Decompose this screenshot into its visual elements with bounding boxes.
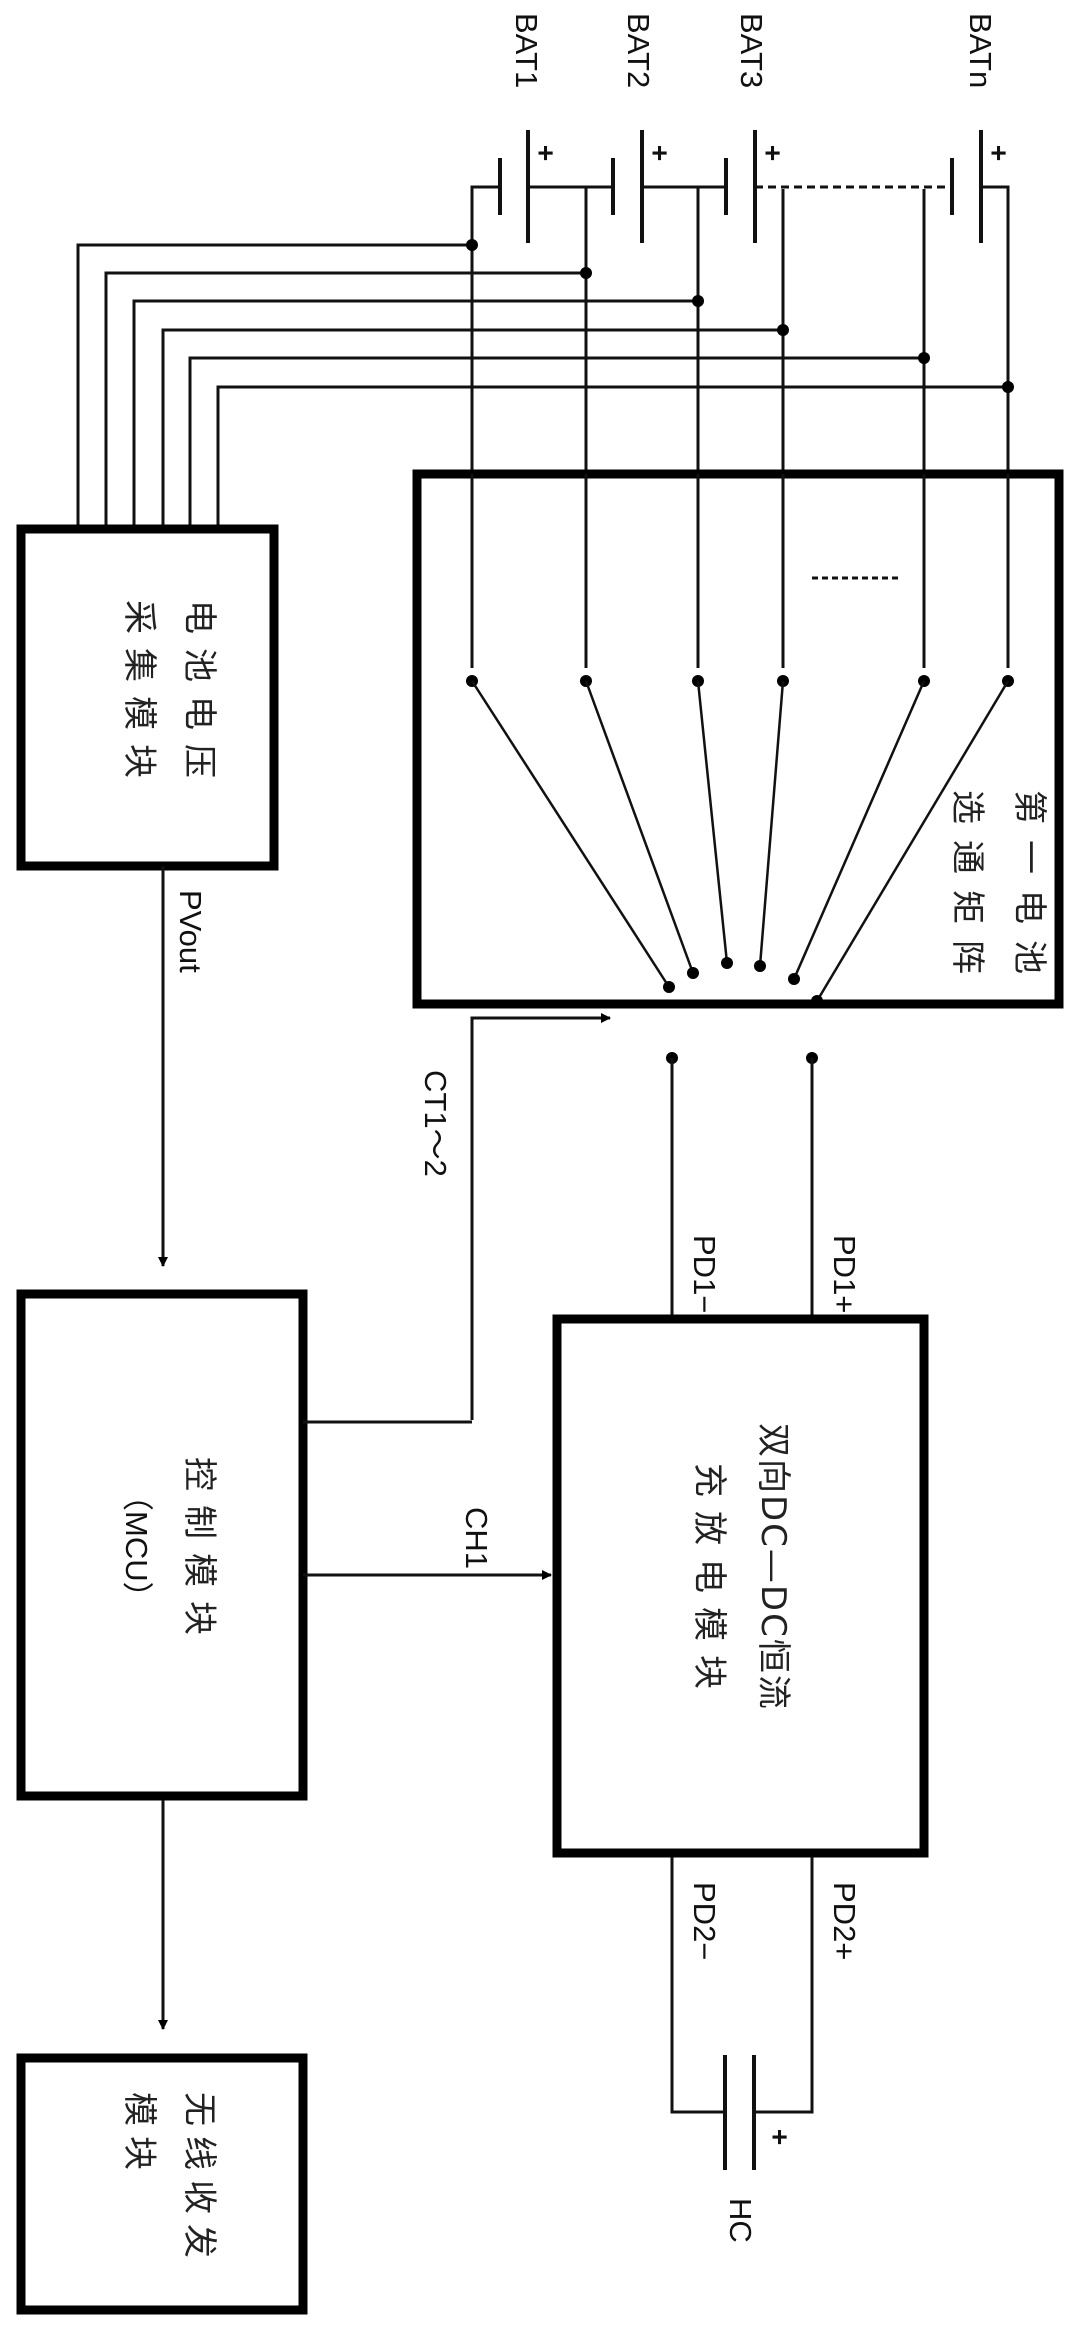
junction-dot [466,239,478,251]
voltage-acquisition-module: 电池电压 采集模块 [16,524,279,871]
switch-arm [584,680,695,974]
battery-plus-sign: + [984,145,1015,161]
wireless-label-line2: 模块 [119,2092,159,2180]
battery-batn: + BATn [950,13,1015,243]
mcu-label-line1: 控制模块 [179,1457,219,1649]
pd1-plus-label: PD1+ [827,1235,862,1313]
ct-label: CT1～2 [418,1070,453,1177]
ct-control-arrow [470,1013,611,1420]
switch-arm [815,680,1010,1002]
pd1-minus-label: PD1− [687,1235,722,1313]
dcdc-label-line1: 双向DC—DC恒流 [753,1423,793,1711]
junction-dot [918,352,930,364]
capacitor-plus-sign: + [765,2129,796,2145]
switch-contact [721,957,733,969]
junction-dot [580,267,592,279]
wireless-label-line1: 无线收发 [179,2092,219,2268]
pd2-plus-wire [754,1857,814,2114]
sense-wires [76,239,1014,527]
battery-label: BATn [963,13,998,88]
battery-bat2: + BAT2 [611,13,676,243]
gating-matrix-label-line2: 选通矩阵 [947,790,987,990]
mcu-box [16,1289,308,1801]
voltage-acquisition-label-line1: 电池电压 [179,600,219,792]
battery-plus-sign: + [758,145,789,161]
switch-contact [788,973,800,985]
dcdc-label-line2: 充放电模块 [689,1463,729,1703]
battery-label: BAT2 [621,13,656,88]
sense-wire [104,271,586,527]
pvout-label: PVout [173,890,208,973]
sense-wire [161,328,783,527]
junction-dot [692,295,704,307]
ch1-label: CH1 [459,1507,494,1569]
battery-label: BAT3 [734,13,769,88]
sense-wire [188,356,924,527]
sense-wire [216,385,1008,527]
dcdc-module: 双向DC—DC恒流 充放电模块 [552,1314,929,1858]
gating-matrix-label-line1: 第一电池 [1009,790,1049,990]
pd2-minus-label: PD2− [687,1882,722,1960]
battery-bat1: + BAT1 [498,13,562,243]
mcu-label-line2: （MCU） [119,1480,154,1613]
switch-contact [811,995,823,1007]
battery-bat3: + BAT3 [724,13,789,243]
gating-matrix-module: 第一电池 选通矩阵 [412,469,1064,1420]
junction-dot [777,324,789,336]
switch-contact [663,981,675,993]
capacitor-label: HC [723,2198,758,2243]
voltage-acquisition-box [16,524,279,871]
battery-label: BAT1 [509,13,544,88]
mcu-module: 控制模块 （MCU） [16,1289,472,1801]
sense-wire [132,299,698,527]
dcdc-box [552,1314,929,1858]
pd2-plus-label: PD2+ [827,1882,862,1960]
capacitor-hc: + HC [723,2055,796,2243]
switch-contact [754,960,766,972]
battery-plus-sign: + [531,145,562,161]
switch-arm [696,680,729,964]
matrix-input-lines [470,474,1010,668]
voltage-acquisition-label-line2: 采集模块 [119,600,159,792]
switch-contact [687,967,699,979]
gating-matrix-box [412,469,1064,1009]
switch-arm [792,680,926,980]
battery-plus-sign: + [645,145,676,161]
junction-dot [1002,381,1014,393]
sense-wire [76,243,472,527]
pd2-minus-wire [670,1857,725,2114]
wireless-box [16,2053,308,2315]
wireless-module: 无线收发 模块 [16,2053,308,2315]
switch-arm [470,680,671,988]
switch-arm [758,680,785,967]
